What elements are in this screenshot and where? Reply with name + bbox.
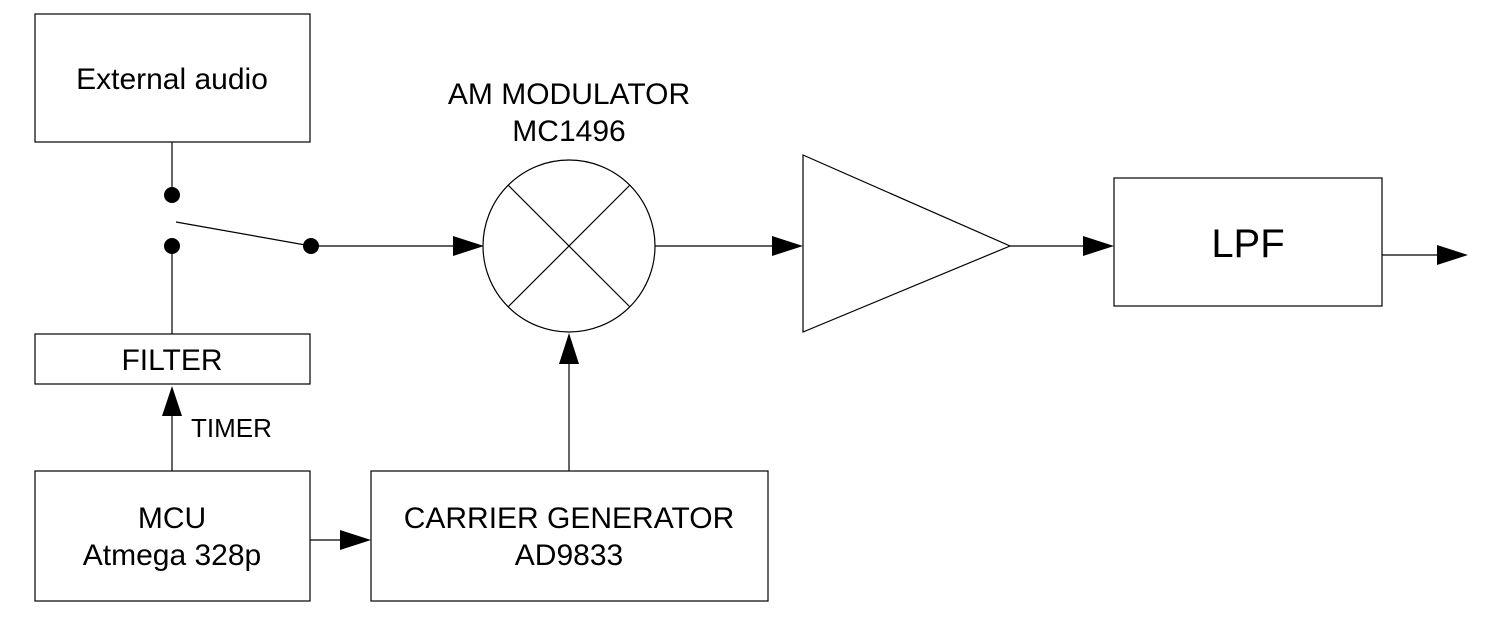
mixer-cross-b <box>507 184 631 308</box>
arrow-to-lpf <box>1083 236 1114 256</box>
external-audio-label: External audio <box>76 63 268 96</box>
mcu-part: Atmega 328p <box>83 539 261 572</box>
filter-label: FILTER <box>121 344 222 377</box>
arrow-to-modulator <box>453 236 484 256</box>
mcu-box <box>34 470 311 602</box>
switch-lever <box>175 221 312 247</box>
carrier-generator-box <box>370 470 769 602</box>
timer-label: TIMER <box>191 413 272 443</box>
lpf-label: LPF <box>1211 222 1284 266</box>
switch-contact-top <box>164 187 180 203</box>
arrow-to-filter <box>162 386 182 416</box>
mcu-title: MCU <box>138 502 206 535</box>
external-audio-box <box>34 13 311 143</box>
am-modulator-title: AM MODULATOR <box>448 78 690 111</box>
arrow-to-carrier <box>340 530 371 550</box>
arrow-output <box>1437 245 1468 265</box>
amplifier-triangle <box>802 154 1012 333</box>
carrier-generator-part: AD9833 <box>515 539 623 572</box>
arrow-to-amplifier <box>772 236 803 256</box>
carrier-generator-title: CARRIER GENERATOR <box>404 502 735 535</box>
lpf-box <box>1113 177 1383 307</box>
am-modulator-part: MC1496 <box>512 115 625 148</box>
arrow-carrier-to-modulator <box>559 333 579 364</box>
filter-box <box>34 333 311 385</box>
